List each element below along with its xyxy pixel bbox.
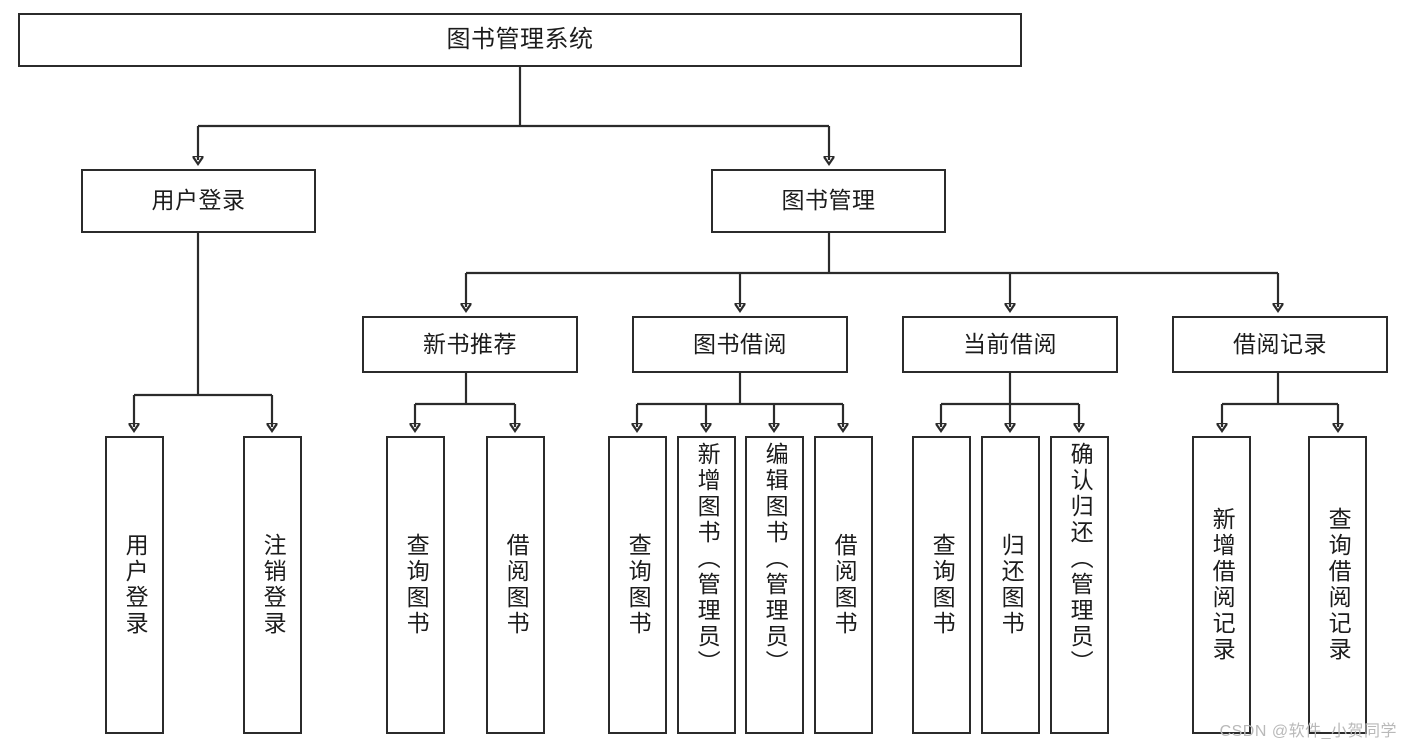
node-label: 借阅图书: [503, 533, 530, 637]
node-label: 查询借阅记录: [1325, 507, 1352, 663]
node-label: 新增借阅记录: [1209, 507, 1236, 663]
leaf-edit-book-admin[interactable]: 编辑图书（管理员）: [745, 436, 804, 734]
node-label: 图书管理: [781, 187, 876, 214]
leaf-confirm-return-admin[interactable]: 确认归还（管理员）: [1050, 436, 1109, 734]
node-label: 编辑图书（管理员）: [762, 442, 789, 676]
leaf-query-book-newbook[interactable]: 查询图书: [386, 436, 445, 734]
node-book-borrow[interactable]: 图书借阅: [632, 316, 848, 373]
node-label: 借阅图书: [831, 533, 858, 637]
leaf-add-book-admin[interactable]: 新增图书（管理员）: [677, 436, 736, 734]
node-user-login[interactable]: 用户登录: [81, 169, 316, 233]
node-label: 借阅记录: [1233, 330, 1327, 357]
node-label: 新书推荐: [423, 330, 517, 357]
watermark-text: CSDN @软件_小贺同学: [1219, 723, 1397, 740]
leaf-query-book-borrow[interactable]: 查询图书: [608, 436, 667, 734]
leaf-query-borrow-record[interactable]: 查询借阅记录: [1308, 436, 1367, 734]
leaf-user-login[interactable]: 用户登录: [105, 436, 164, 734]
node-label: 用户登录: [122, 533, 149, 637]
node-label: 查询图书: [403, 533, 430, 637]
leaf-logout[interactable]: 注销登录: [243, 436, 302, 734]
node-new-book-recommend[interactable]: 新书推荐: [362, 316, 578, 373]
leaf-return-book[interactable]: 归还图书: [981, 436, 1040, 734]
node-label: 归还图书: [998, 533, 1025, 637]
leaf-query-book-current[interactable]: 查询图书: [912, 436, 971, 734]
node-label: 新增图书（管理员）: [694, 442, 721, 676]
node-label: 查询图书: [929, 533, 956, 637]
leaf-borrow-book[interactable]: 借阅图书: [814, 436, 873, 734]
node-current-borrow[interactable]: 当前借阅: [902, 316, 1118, 373]
node-root-system[interactable]: 图书管理系统: [18, 13, 1022, 67]
node-book-management[interactable]: 图书管理: [711, 169, 946, 233]
leaf-add-borrow-record[interactable]: 新增借阅记录: [1192, 436, 1251, 734]
node-label: 图书管理系统: [446, 25, 594, 53]
node-label: 注销登录: [260, 533, 287, 637]
node-borrow-record[interactable]: 借阅记录: [1172, 316, 1388, 373]
node-label: 图书借阅: [693, 330, 787, 357]
node-label: 确认归还（管理员）: [1067, 442, 1094, 676]
node-label: 查询图书: [625, 533, 652, 637]
leaf-borrow-book-newbook[interactable]: 借阅图书: [486, 436, 545, 734]
node-label: 当前借阅: [963, 330, 1057, 357]
node-label: 用户登录: [151, 187, 246, 214]
